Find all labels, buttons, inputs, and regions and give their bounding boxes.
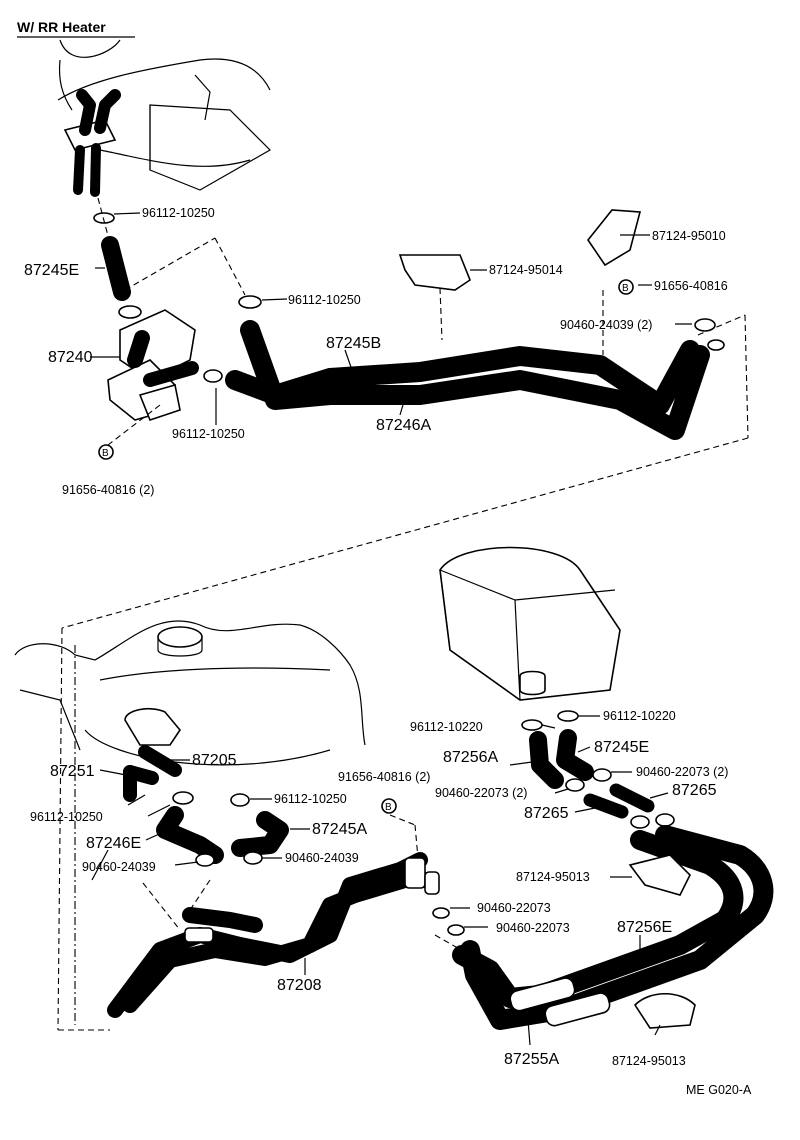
bracket-87124-95014: [398, 254, 471, 291]
hose-87246e: [156, 806, 224, 864]
svg-text:B: B: [102, 448, 109, 459]
fitting-87251: [123, 765, 159, 802]
part-label: 87251: [50, 763, 95, 780]
svg-text:B: B: [385, 802, 392, 813]
part-label: 90460-24039: [285, 851, 359, 865]
svg-text:B: B: [622, 283, 629, 294]
lower-leader-lines: [57, 627, 673, 1046]
hose-87256a: [529, 731, 564, 789]
part-label: 87256A: [443, 749, 498, 766]
hose-87245a: [231, 811, 289, 857]
bracket-87124-95013: [628, 854, 691, 896]
part-label: 87124-95013: [612, 1054, 686, 1068]
part-label: 91656-40816 (2): [62, 483, 154, 497]
bracket-87124-95010: [587, 209, 642, 267]
rear-heater-box: [439, 546, 621, 701]
water-valve-87240: [107, 309, 199, 421]
rear-heater-unit: [57, 39, 271, 191]
part-label: 87245A: [312, 821, 367, 838]
hose-clamp: [557, 710, 579, 722]
b-marker: B: [98, 444, 114, 460]
hose-clamp: [230, 793, 250, 807]
hose-87245e-lower: [556, 729, 594, 781]
part-label: 87245E: [594, 739, 649, 756]
part-label: 87255A: [504, 1051, 559, 1068]
b-marker: B: [381, 798, 397, 814]
part-label: 87246E: [86, 835, 141, 852]
part-label: 90460-24039: [82, 860, 156, 874]
pipe-87265: [583, 783, 655, 819]
part-label: 90460-22073: [477, 901, 551, 915]
part-label: 87208: [277, 977, 322, 994]
hose-clamp: [118, 305, 142, 319]
diagram-title: W/ RR Heater: [17, 19, 106, 35]
engine-block: [14, 620, 366, 766]
part-label: 87256E: [617, 919, 672, 936]
hose-87245e: [101, 236, 131, 301]
b-marker: B: [618, 279, 634, 295]
hose-clamp: [694, 318, 716, 332]
part-label: 96112-10250: [142, 206, 215, 220]
part-label: 87265: [672, 782, 717, 799]
hose-clamp: [172, 791, 194, 805]
part-label: 87124-95013: [516, 870, 590, 884]
part-label: 90460-24039 (2): [560, 318, 652, 332]
part-label: 90460-22073 (2): [636, 765, 728, 779]
hose-clamp: [447, 924, 465, 936]
heater-pipes-upper: [225, 320, 710, 440]
part-label: 96112-10250: [172, 427, 245, 441]
part-label: 96112-10250: [274, 792, 347, 806]
part-label: 96112-10250: [30, 810, 103, 824]
hose-clamp: [93, 212, 115, 224]
part-label: 87245E: [24, 262, 79, 279]
heater-pipe-outlets: [63, 89, 121, 197]
part-label: 87124-95014: [489, 263, 563, 277]
part-label: 96112-10220: [603, 709, 676, 723]
hose-clamp: [432, 907, 450, 919]
part-label: 87240: [48, 349, 93, 366]
hose-clamp: [630, 815, 650, 829]
part-label: 90460-22073 (2): [435, 786, 527, 800]
hose-clamp: [655, 813, 675, 827]
hose-clamp: [203, 369, 223, 383]
hose-clamp: [565, 778, 585, 792]
pipe-assembly-87208: [107, 852, 440, 1018]
part-label: 96112-10250: [288, 293, 361, 307]
upper-leader-lines: [61, 197, 749, 629]
part-label: 90460-22073: [496, 921, 570, 935]
hose-clamp: [243, 851, 263, 865]
part-label: 87245B: [326, 335, 381, 352]
part-label: 87246A: [376, 417, 431, 434]
hose-clamp: [238, 295, 262, 309]
part-labels: 96112-10250 87245E 96112-10250 87240 961…: [24, 206, 728, 1068]
part-label: 96112-10220: [410, 720, 483, 734]
hose-clamp: [521, 719, 543, 731]
heater-pipes-lower-right: [452, 825, 774, 1030]
hose-clamp: [707, 339, 725, 351]
hose-clamp: [592, 768, 612, 782]
fitting-87205: [138, 745, 182, 777]
bracket-87124-95013-lower: [633, 993, 696, 1029]
part-label: 87265: [524, 805, 569, 822]
part-label: 87205: [192, 752, 237, 769]
part-label: 87124-95010: [652, 229, 726, 243]
part-label: 91656-40816 (2): [338, 770, 430, 784]
hose-clamp: [195, 853, 215, 867]
diagram-code: ME G020-A: [686, 1083, 752, 1097]
part-label: 91656-40816: [654, 279, 728, 293]
